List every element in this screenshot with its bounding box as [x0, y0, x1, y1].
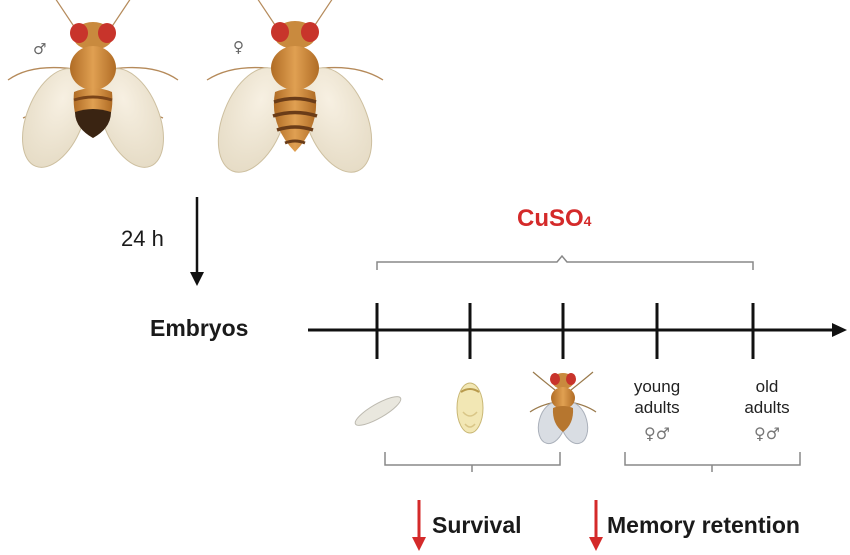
stage-line2: adults — [744, 398, 790, 417]
treatment-subscript: 4 — [583, 213, 592, 229]
stage-line1: young — [633, 377, 681, 396]
memory-decrease-arrow — [589, 500, 603, 551]
incubation-arrow — [190, 197, 204, 286]
stage-label-young-adults: young adults ♀♂ — [617, 376, 697, 444]
stage-label-old-adults: old adults ♀♂ — [727, 376, 807, 444]
survival-bracket — [384, 452, 561, 472]
embryos-label: Embryos — [150, 315, 249, 341]
survival-label: Survival — [432, 512, 522, 538]
treatment-formula: CuSO — [517, 205, 584, 232]
stage-line1: old — [755, 377, 779, 396]
sex-symbols: ♀♂ — [643, 424, 671, 443]
stage-line2: adults — [634, 398, 680, 417]
memory-retention-label: Memory retention — [607, 512, 800, 538]
incubation-time-label: 24 h — [121, 226, 164, 251]
timeline-axis — [308, 303, 847, 359]
sex-symbols: ♀♂ — [753, 424, 781, 443]
memory-bracket — [624, 452, 801, 472]
female-fly-icon — [206, 0, 384, 173]
male-symbol: ♂ — [33, 40, 47, 58]
treatment-bracket — [376, 254, 754, 270]
male-fly-icon — [7, 0, 179, 168]
pupa-icon — [456, 382, 484, 434]
female-symbol: ♀ — [233, 38, 244, 56]
survival-decrease-arrow — [412, 500, 426, 551]
larva-icon — [354, 396, 402, 426]
treatment-label: CuSO4 — [517, 205, 591, 233]
adult-fly-icon — [529, 371, 597, 445]
